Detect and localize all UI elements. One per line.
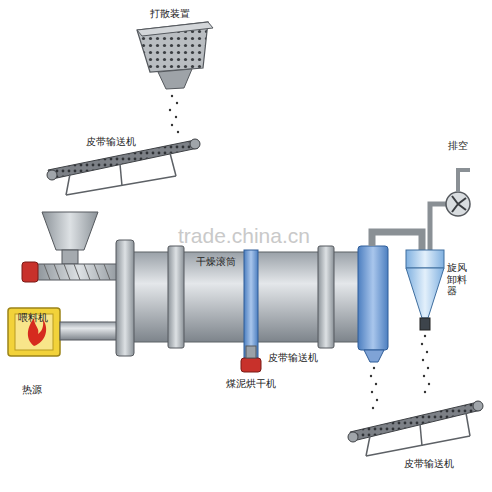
part-label: 干燥滚筒 (196, 256, 236, 268)
part-label: 皮带输送机 (268, 352, 318, 364)
part-label: 皮带输送机 (404, 458, 454, 470)
part-label: 皮带输送机 (86, 136, 136, 148)
part-label: 旋风卸料器 (447, 262, 467, 297)
part-label: 煤泥烘干机 (226, 378, 276, 390)
watermark: trade.china.cn (178, 224, 310, 248)
part-label: 热源 (22, 384, 42, 396)
part-label: 喂料机 (18, 312, 48, 324)
part-label: 排空 (448, 140, 468, 152)
part-label: 打散装置 (150, 8, 190, 20)
